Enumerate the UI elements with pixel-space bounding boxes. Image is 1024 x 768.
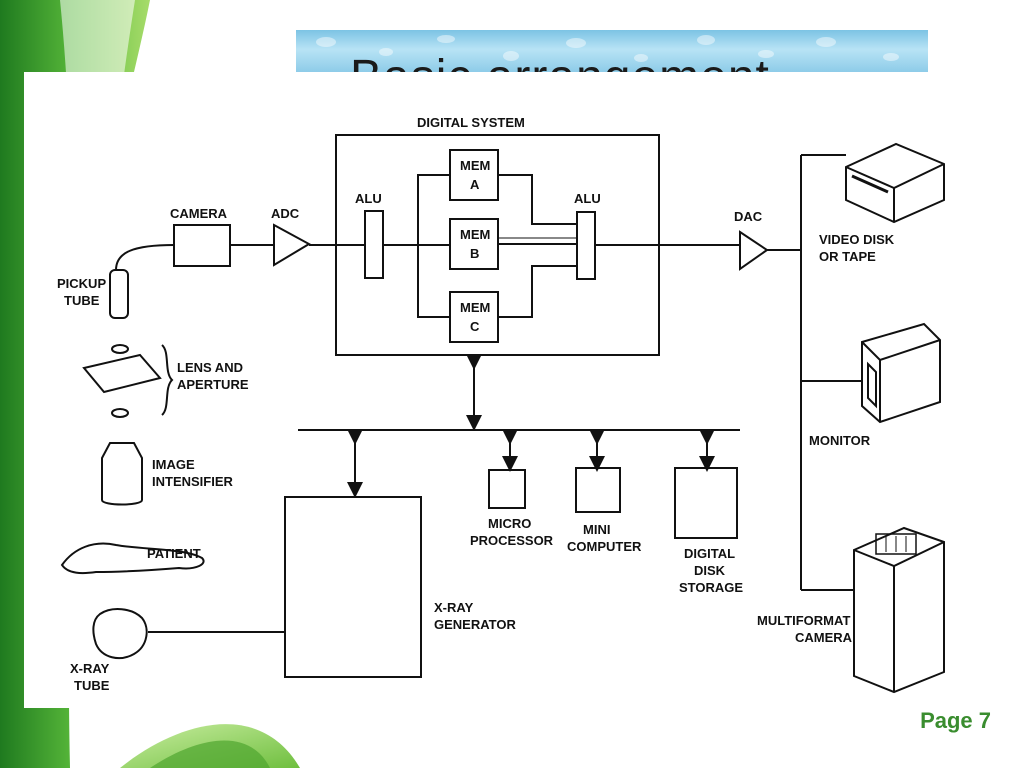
mem-c-label: MEM bbox=[460, 300, 490, 315]
digital-disk-storage-label2: DISK bbox=[694, 563, 726, 578]
mini-computer-label2: COMPUTER bbox=[567, 539, 642, 554]
mem-a-label: MEM bbox=[460, 158, 490, 173]
mini-computer-label: MINI bbox=[583, 522, 610, 537]
patient-icon bbox=[60, 542, 205, 575]
dac-label: DAC bbox=[734, 209, 763, 224]
mini-computer-box bbox=[575, 467, 621, 513]
mem-a-sub: A bbox=[470, 177, 480, 192]
monitor-label: MONITOR bbox=[809, 433, 871, 448]
mem-b-label: MEM bbox=[460, 227, 490, 242]
image-intensifier-label: IMAGE bbox=[152, 457, 195, 472]
xray-generator-label2: GENERATOR bbox=[434, 617, 516, 632]
alu-left-box bbox=[364, 210, 384, 279]
micro-processor-label: MICRO bbox=[488, 516, 531, 531]
pickup-tube-label2: TUBE bbox=[64, 293, 100, 308]
xray-generator-box bbox=[284, 496, 422, 678]
camera-label: CAMERA bbox=[170, 206, 228, 221]
multiformat-camera-label: MULTIFORMAT bbox=[757, 613, 850, 628]
video-disk-label2: OR TAPE bbox=[819, 249, 876, 264]
slide-title: Basic arrangement bbox=[350, 54, 770, 74]
adc-label: ADC bbox=[271, 206, 300, 221]
monitor-icon bbox=[861, 322, 941, 424]
lens-aperture-label2: APERTURE bbox=[177, 377, 249, 392]
page-number: Page 7 bbox=[920, 708, 991, 733]
digital-disk-storage-box bbox=[674, 467, 738, 539]
xray-tube-label2: TUBE bbox=[74, 678, 110, 693]
digital-disk-storage-label: DIGITAL bbox=[684, 546, 735, 561]
video-disk-label: VIDEO DISK bbox=[819, 232, 895, 247]
pickup-tube-icon bbox=[109, 269, 129, 319]
camera-box bbox=[173, 224, 231, 267]
image-intensifier-label2: INTENSIFIER bbox=[152, 474, 234, 489]
micro-processor-box bbox=[488, 469, 526, 509]
dac-triangle bbox=[739, 230, 769, 271]
alu-right-box bbox=[576, 211, 596, 280]
video-disk-icon bbox=[845, 142, 945, 224]
patient-label: PATIENT bbox=[147, 546, 201, 561]
digital-disk-storage-label3: STORAGE bbox=[679, 580, 743, 595]
micro-processor-label2: PROCESSOR bbox=[470, 533, 554, 548]
lens-aperture-label: LENS AND bbox=[177, 360, 243, 375]
xray-tube-icon bbox=[92, 608, 148, 660]
mem-c-sub: C bbox=[470, 319, 480, 334]
title-banner: Basic arrangement bbox=[296, 30, 928, 73]
digital-system-label: DIGITAL SYSTEM bbox=[417, 115, 525, 130]
xray-generator-label: X-RAY bbox=[434, 600, 474, 615]
xray-tube-label: X-RAY bbox=[70, 661, 110, 676]
multiformat-camera-icon bbox=[853, 526, 945, 694]
alu-left-label: ALU bbox=[355, 191, 382, 206]
pickup-tube-label: PICKUP bbox=[57, 276, 106, 291]
multiformat-camera-label2: CAMERA bbox=[795, 630, 853, 645]
alu-right-label: ALU bbox=[574, 191, 601, 206]
lens-aperture-icon bbox=[82, 353, 162, 394]
diagram-card: DIGITAL SYSTEM CAMERA ADC ALU MEM A MEM … bbox=[24, 72, 1004, 708]
mem-b-sub: B bbox=[470, 246, 479, 261]
imaging-system-diagram: DIGITAL SYSTEM CAMERA ADC ALU MEM A MEM … bbox=[57, 115, 945, 694]
image-intensifier-icon bbox=[101, 442, 143, 506]
adc-triangle bbox=[273, 223, 312, 267]
